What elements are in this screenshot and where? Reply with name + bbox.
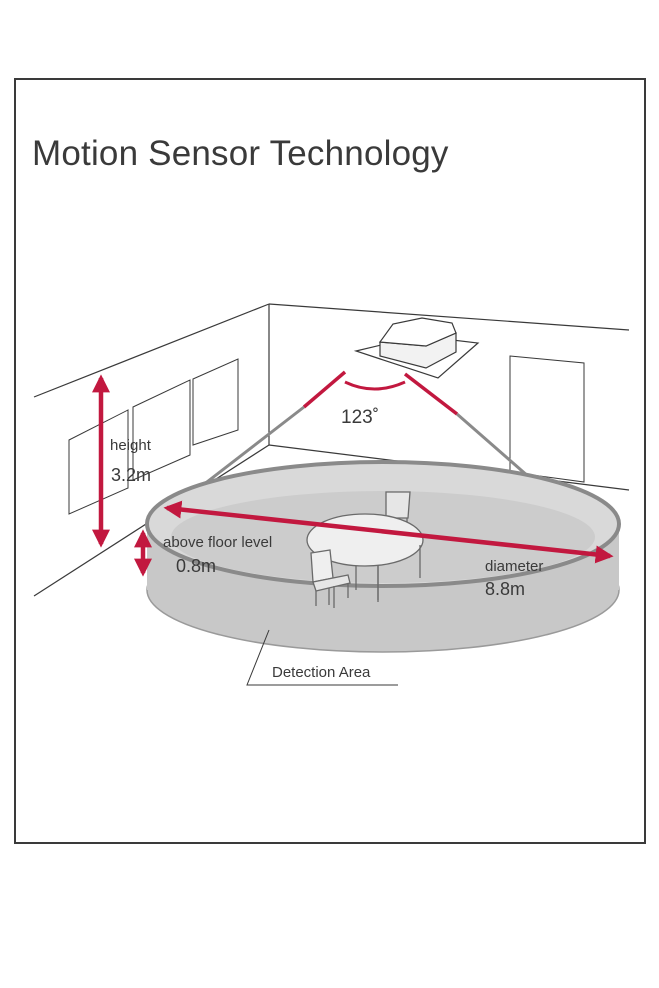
diagram-frame <box>14 78 646 844</box>
angle-arc <box>344 380 406 391</box>
height-label: height <box>110 437 151 454</box>
diagram-title: Motion Sensor Technology <box>32 134 449 173</box>
angle-label: 123˚ <box>341 407 380 428</box>
above-floor-value: 0.8m <box>176 556 217 576</box>
diameter-arrow <box>163 500 614 564</box>
dimension-arrows <box>92 374 614 577</box>
height-value: 3.2m <box>111 465 152 485</box>
ceiling-sensor <box>353 317 480 379</box>
chair-back <box>385 491 411 519</box>
detection-area-leader <box>246 629 398 686</box>
door <box>509 355 585 483</box>
ceiling-back-edge <box>268 303 630 331</box>
diameter-label: diameter <box>485 558 544 575</box>
wall-panel-2 <box>132 379 191 481</box>
diameter-value: 8.8m <box>485 579 526 599</box>
sensor-body-top <box>378 317 457 347</box>
above-floor-label: above floor level <box>163 534 273 551</box>
left-wall-top-edge <box>33 303 270 398</box>
detection-area-label: Detection Area <box>272 664 371 681</box>
chair-front <box>310 549 334 583</box>
cone-accent-segments <box>302 370 459 416</box>
wall-panel-1 <box>68 409 129 515</box>
wall-panel-3 <box>192 358 239 446</box>
